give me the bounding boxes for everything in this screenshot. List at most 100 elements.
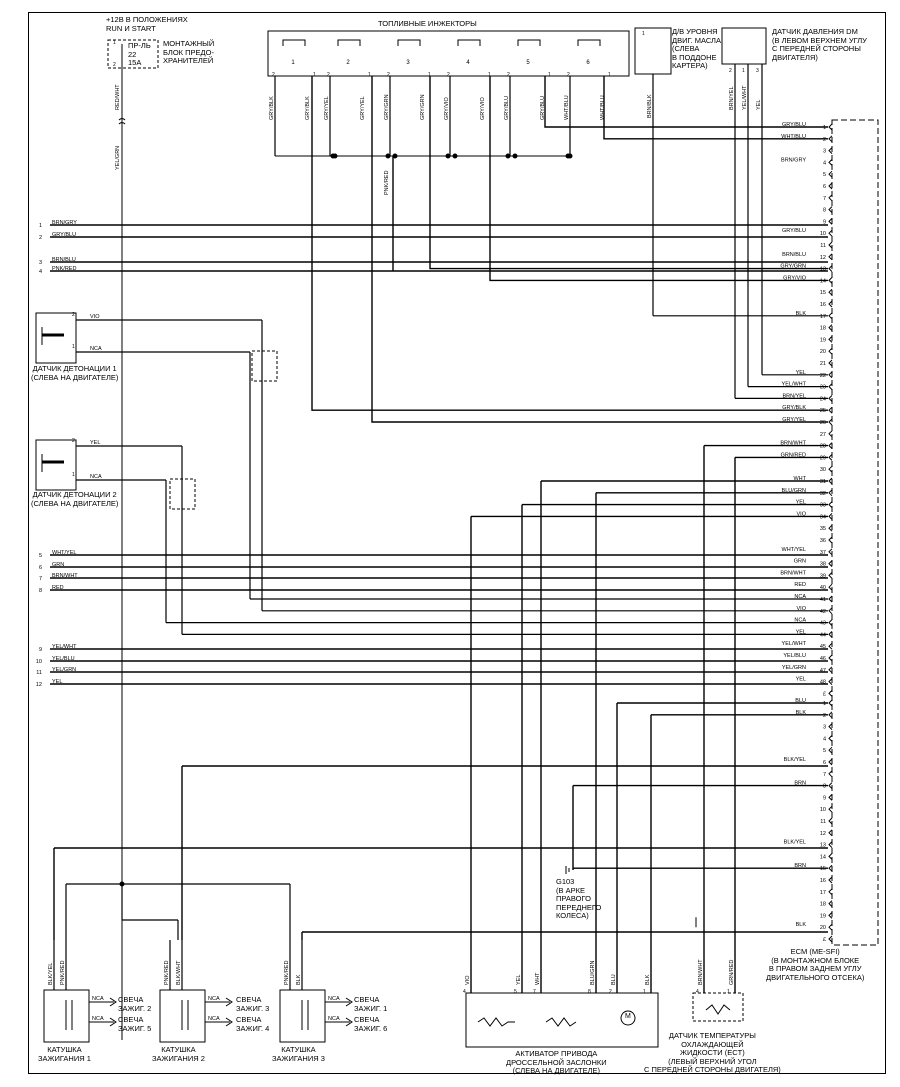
fuse-out-wire-color: RED/WHT [115,84,121,110]
spark-arrow [225,997,233,1007]
injector-pin: 2 [387,72,390,78]
ecm-pin-a-number: 33 [820,503,826,509]
ecm-pin-a-number: £ [823,691,826,697]
coil-wire-color: PNK/RED [284,961,290,985]
ecm-pin-a-number: 23 [820,385,826,391]
ecm-pin-a-terminal [828,170,833,178]
left-line-number: 1 [39,223,42,229]
ecm-pin-b-color: BLU [795,698,806,704]
pressure-pin: 3 [756,68,759,74]
ecm-pin-a-number: 41 [820,597,826,603]
ecm-pin-a-terminal [828,595,833,603]
spark-plug-6-label: СВЕЧА ЗАЖИГ. 6 [354,1015,388,1033]
ecm-pin-a-terminal [828,123,833,131]
throttle-pin: 2 [609,989,612,995]
knock-sensor-2-box [35,439,77,491]
ecm-pin-a-terminal [828,560,833,567]
fuse-block-box [107,39,159,69]
pressure-sensor-label: ДАТЧИК ДАВЛЕНИЯ DM (В ЛЕВОМ ВЕРХНЕМ УГЛУ… [772,27,867,62]
ecm-pin-a-color: WHT [793,476,806,482]
ecm-pin-a-terminal [828,619,833,626]
ecm-pin-a-number: 18 [820,326,826,332]
ecm-pin-b-number: 5 [823,748,826,754]
ecm-pin-a-number: 4 [823,160,826,166]
ecm-pin-b-number: 18 [820,902,826,908]
coil-wire-color: PNK/RED [164,961,170,985]
ecm-pin-a-terminal [828,418,833,426]
ecm-pin-a-number: 22 [820,373,826,379]
coil-wire-color: BLK/YEL [48,963,54,985]
ecm-pin-a-terminal [828,229,833,237]
ecm-pin-a-terminal [828,642,833,650]
ecm-pin-b-terminal [828,699,833,707]
ecm-pin-a-terminal [828,206,833,213]
ecm-pin-a-color: GRY/GRN [780,264,806,270]
spark-plug-3-label: СВЕЧА ЗАЖИГ. 3 [236,995,270,1013]
ecm-pin-a-terminal [828,324,833,331]
left-line-color: RED [52,585,64,591]
ecm-pin-a-number: 2 [823,137,826,143]
injector-pin: 1 [608,72,611,78]
ecm-pin-a-number: 25 [820,408,826,414]
throttle-pin: 5 [514,989,517,995]
ecm-pin-a-terminal [828,371,833,379]
left-line-number: 5 [39,553,42,559]
ecm-pin-b-color: BLK [796,922,807,928]
throttle-pin: 8 [588,989,591,995]
injector-coil-symbol [282,39,306,46]
ecm-pin-a-number: 31 [820,479,826,485]
injector-wire-color: GRY/BLU [540,96,546,120]
ecm-pin-a-number: 46 [820,656,826,662]
ecm-pin-b-terminal [828,770,833,778]
ecm-pin-a-terminal [828,383,833,390]
injector-number: 2 [346,60,350,66]
throttle-actuator-box [465,992,659,1048]
ecm-pin-a-terminal [828,300,833,308]
ecm-pin-a-number: 3 [823,149,826,155]
coil-wire-color: BLK [296,974,302,985]
knock-pin: 2 [72,438,75,444]
injector-number: 4 [466,60,470,66]
ecm-pin-b-number: 3 [823,725,826,731]
ecm-pin-b-color: BLK [796,710,807,716]
left-line-color: YEL [52,679,62,685]
ecm-pin-a-terminal [828,147,833,154]
left-line-color: GRN [52,562,64,568]
ect-pin: 1 [727,989,730,995]
coil-1-label: КАТУШКА ЗАЖИГАНИЯ 1 [38,1045,91,1063]
ecm-pin-b-terminal [828,864,833,872]
ecm-pin-a-terminal [828,430,833,438]
ecm-pin-b-number: 2 [823,713,826,719]
pressure-sensor-box [721,27,767,65]
ecm-pin-a-terminal [828,465,833,473]
ecm-pin-b-number: 19 [820,913,826,919]
ecm-pin-a-terminal [828,548,833,556]
ecm-pin-b-terminal [828,817,833,825]
knock2-wire-color: NCA [90,474,102,480]
ecm-pin-a-color: RED [794,582,806,588]
ecm-pin-a-color: GRY/BLU [782,228,806,234]
ect-wire-color: GRN/RED [729,960,735,985]
ecm-pin-a-number: 34 [820,514,826,520]
spark-plug-4-label: СВЕЧА ЗАЖИГ. 4 [236,1015,270,1033]
injectors-label: ТОПЛИВНЫЕ ИНЖЕКТОРЫ [378,19,477,28]
ecm-pin-a-terminal [828,678,833,685]
ecm-pin-a-terminal [828,442,833,449]
knock1-wire-color: VIO [90,314,100,320]
ecm-pin-b-terminal [828,900,833,907]
injector-wire-color: GRY/BLK [269,96,275,120]
ect-pin: 4 [696,989,699,995]
oil-sensor-box [634,27,672,75]
ecm-pin-a-terminal [828,572,833,579]
ecm-pin-a-color: YEL [796,629,806,635]
ecm-pin-a-number: 35 [820,526,826,532]
injector-wire-color: GRY/BLU [504,96,510,120]
ecm-pin-b-terminal [828,853,833,860]
fuse-pin: 2 [113,62,116,68]
ecm-pin-a-number: 37 [820,550,826,556]
ecm-pin-b-number: 4 [823,736,826,742]
ecm-pin-a-terminal [828,359,833,367]
ecm-pin-b-terminal [828,711,833,719]
ecm-label: ECM (ME-SFI) (В МОНТАЖНОМ БЛОКЕ В ПРАВОМ… [766,947,865,982]
